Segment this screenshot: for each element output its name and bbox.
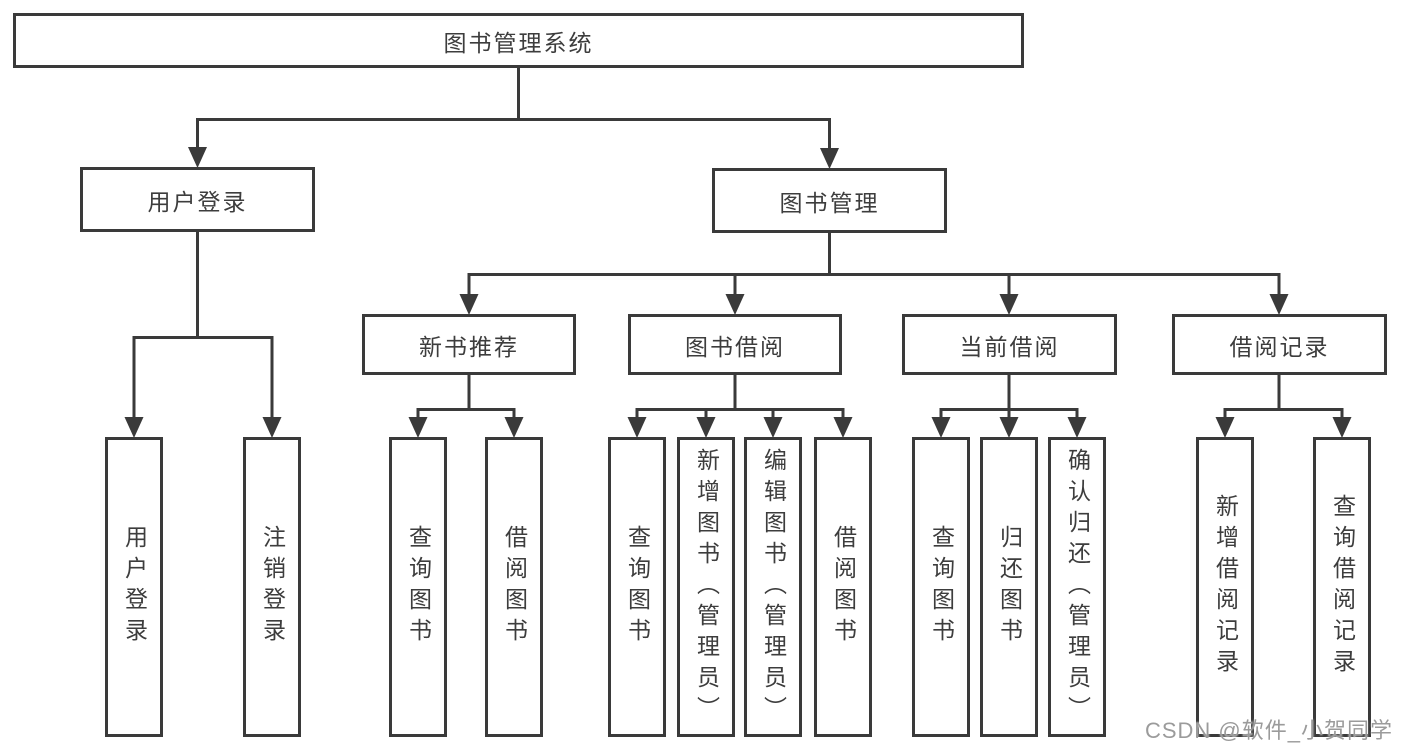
leaf-bb-query-books: 查询图书 [608, 437, 666, 737]
leaf-cb-query-books: 查询图书 [912, 437, 970, 737]
leaf-bb-borrow-books: 借阅图书 [814, 437, 872, 737]
leaf-user-login: 用户登录 [105, 437, 163, 737]
node-root: 图书管理系统 [13, 13, 1024, 68]
node-current-borrow: 当前借阅 [902, 314, 1117, 375]
leaf-br-add-record: 新增借阅记录 [1196, 437, 1254, 737]
node-book-borrow: 图书借阅 [628, 314, 842, 375]
leaf-bb-edit-books-admin: 编辑图书（管理员） [744, 437, 802, 737]
node-user-login: 用户登录 [80, 167, 315, 232]
leaf-nbr-borrow-books: 借阅图书 [485, 437, 543, 737]
leaf-logout: 注销登录 [243, 437, 301, 737]
node-borrow-records: 借阅记录 [1172, 314, 1387, 375]
node-new-book-recommend: 新书推荐 [362, 314, 576, 375]
node-book-management: 图书管理 [712, 168, 947, 233]
leaf-bb-add-books-admin: 新增图书（管理员） [677, 437, 735, 737]
leaf-nbr-query-books: 查询图书 [389, 437, 447, 737]
watermark: CSDN @软件_小贺同学 [1144, 718, 1393, 743]
leaf-br-query-record: 查询借阅记录 [1313, 437, 1371, 737]
leaf-cb-confirm-return-admin: 确认归还（管理员） [1048, 437, 1106, 737]
arrowhead-icons [124, 147, 1352, 438]
leaf-cb-return-books: 归还图书 [980, 437, 1038, 737]
